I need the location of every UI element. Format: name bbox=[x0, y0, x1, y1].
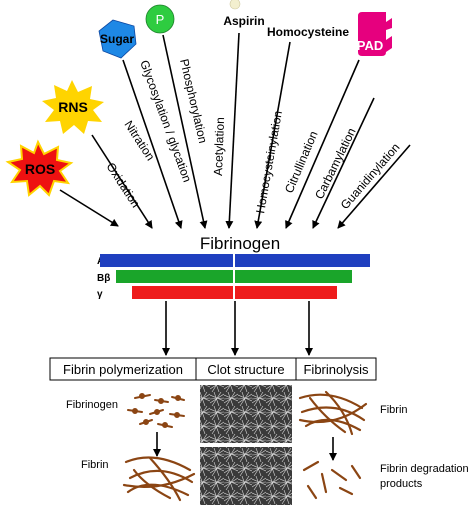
oxidation-label: Oxidation bbox=[103, 160, 142, 210]
aspirin-pill-icon bbox=[229, 0, 241, 10]
sugar-hexagon: Sugar bbox=[98, 19, 137, 59]
homocysteine-label: Homocysteine bbox=[267, 25, 349, 39]
clot-image-bottom bbox=[200, 447, 292, 505]
fibrin-left-label: Fibrin bbox=[81, 459, 109, 471]
nitration-arrow bbox=[91, 134, 153, 229]
effects-boxes bbox=[49, 357, 377, 381]
chain-beta-label: Bβ bbox=[97, 273, 110, 284]
guanidinylation-arrow bbox=[337, 144, 411, 229]
modification-arrows bbox=[59, 32, 411, 229]
effect-arrows bbox=[162, 301, 313, 356]
aspirin-label: Aspirin bbox=[223, 14, 264, 28]
chain-gamma-label: γ bbox=[97, 289, 103, 300]
rns-star: RNS bbox=[42, 80, 104, 134]
phosphate-label: P bbox=[156, 12, 165, 27]
fibrinolysis-label: Fibrinolysis bbox=[303, 362, 369, 377]
rns-label: RNS bbox=[58, 99, 88, 115]
clot-structure-label: Clot structure bbox=[207, 362, 284, 377]
oxidation-arrow bbox=[59, 189, 119, 227]
fibrin-polymerization-label: Fibrin polymerization bbox=[63, 362, 183, 377]
fibrin-right-label: Fibrin bbox=[380, 404, 408, 416]
acetylation-arrow bbox=[225, 32, 240, 229]
carbamylation-arrow bbox=[312, 97, 375, 229]
nitration-label: Nitration bbox=[121, 118, 157, 163]
homocysteinylation-arrow bbox=[254, 41, 291, 229]
fibrin-network-left bbox=[122, 456, 196, 502]
pad-label: PAD bbox=[357, 38, 383, 53]
fibrinogen-panel-label: Fibrinogen bbox=[66, 399, 118, 411]
clot-image-top bbox=[200, 385, 292, 443]
ros-star: ROS bbox=[5, 139, 74, 197]
homocysteinylation-label: Homocysteinylation bbox=[253, 110, 285, 215]
ros-label: ROS bbox=[25, 161, 55, 177]
fibrinogen-molecules bbox=[127, 393, 185, 428]
degradation-label-line1: Fibrin degradation bbox=[380, 463, 469, 475]
fibrinogen-title: Fibrinogen bbox=[200, 234, 280, 253]
acetylation-label: Acetylation bbox=[211, 117, 227, 176]
glycosylation-arrow bbox=[122, 59, 183, 229]
phosphorylation-arrow bbox=[162, 34, 208, 229]
phosphorylation-label: Phosphorylation bbox=[177, 58, 210, 145]
sugar-label: Sugar bbox=[100, 32, 134, 46]
degradation-label-line2: products bbox=[380, 478, 423, 490]
degradation-fragments bbox=[302, 460, 362, 500]
citrullination-arrow bbox=[285, 59, 360, 229]
phosphate-circle: P bbox=[145, 4, 175, 34]
fibrin-network-right bbox=[298, 390, 368, 436]
pad-enzyme-icon: PAD bbox=[357, 12, 392, 56]
